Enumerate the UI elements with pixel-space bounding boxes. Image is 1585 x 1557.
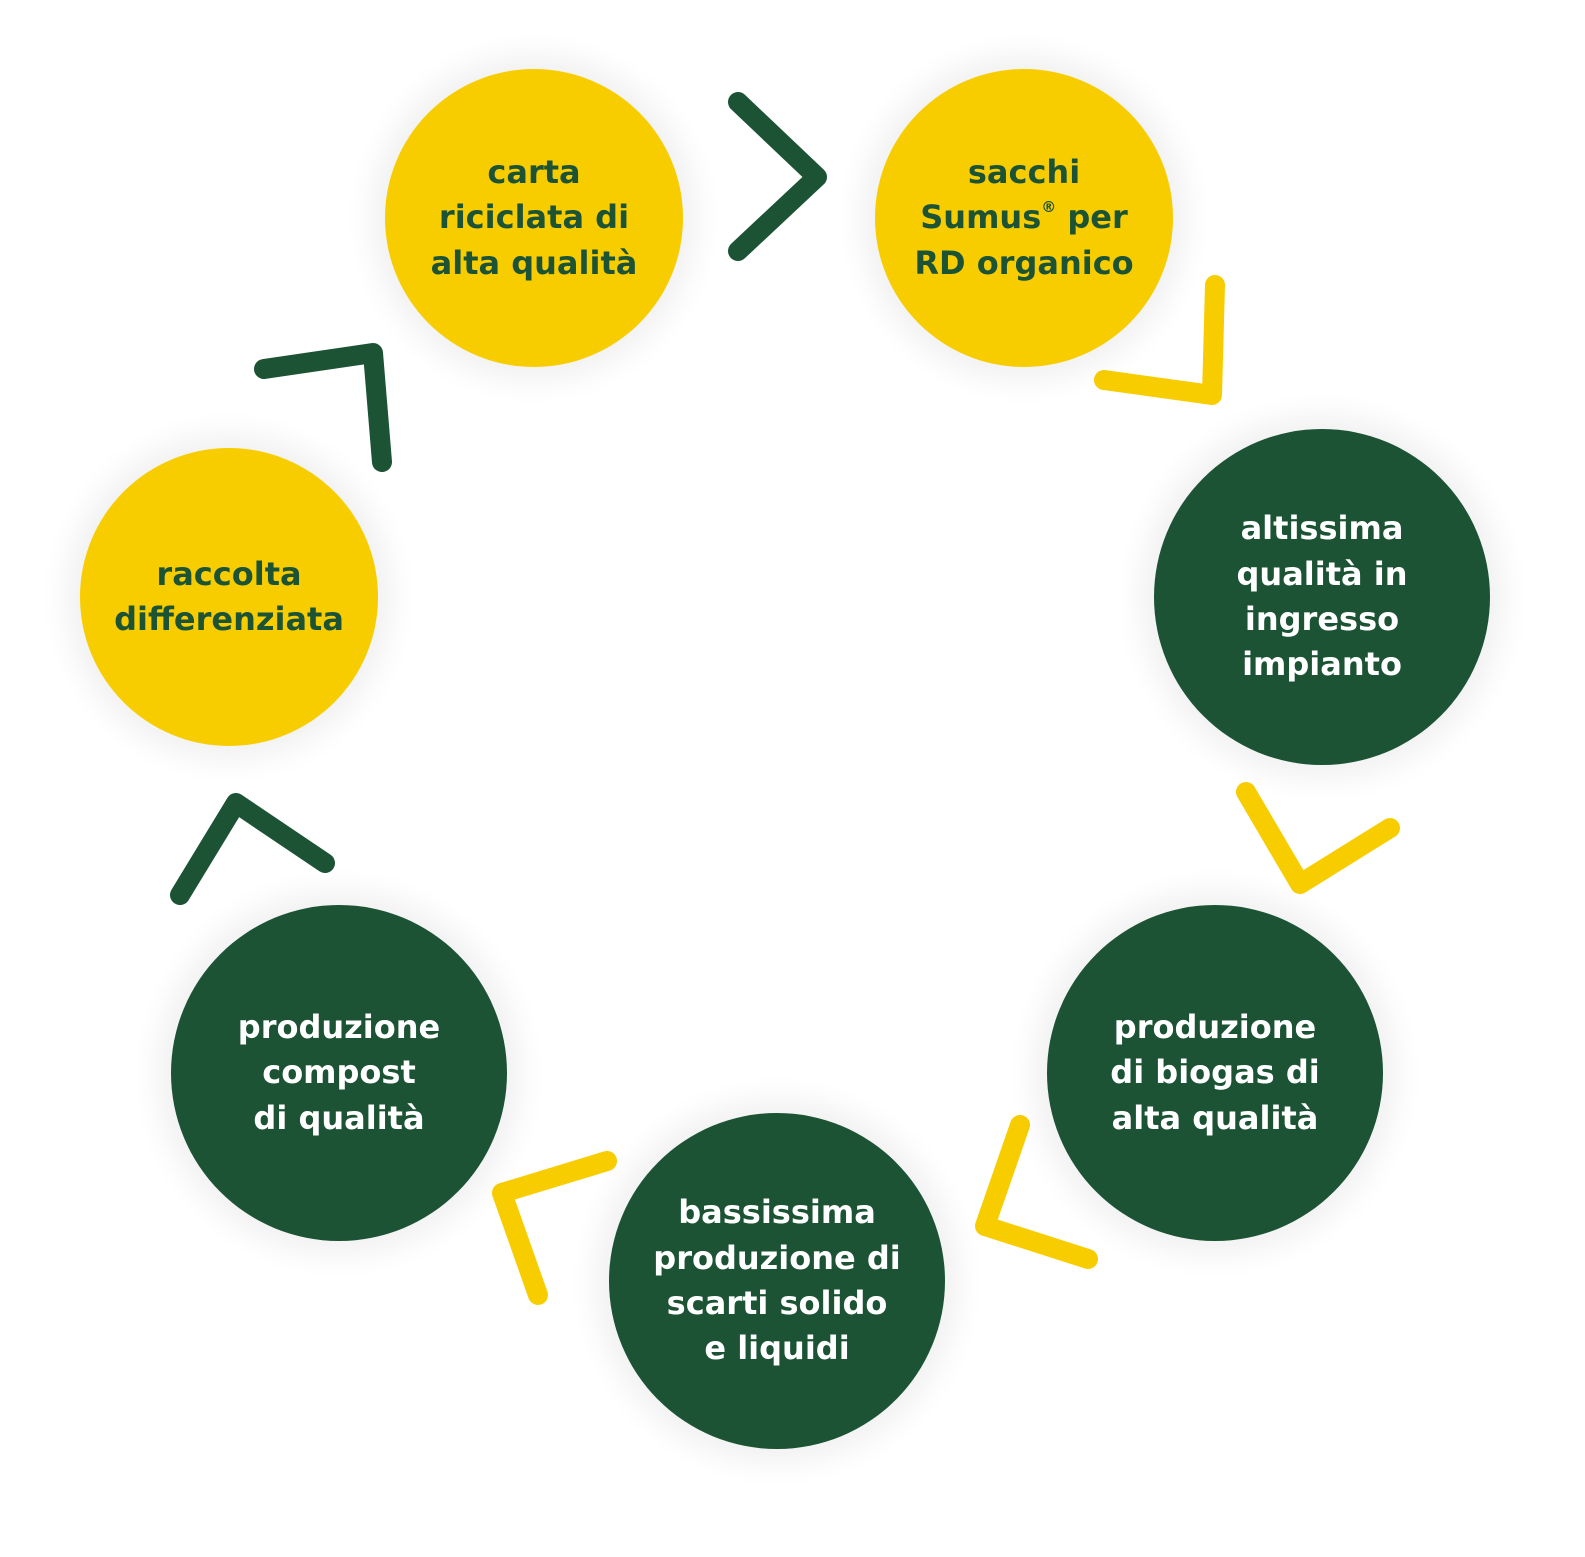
node-label: bassissima produzione di scarti solido e… xyxy=(653,1193,901,1368)
node-label: raccolta differenziata xyxy=(114,554,344,638)
node-label-line3: RD organico xyxy=(914,243,1134,282)
node-label: produzione di biogas di alta qualità xyxy=(1110,1007,1320,1137)
arrow-bassissima-to-compost xyxy=(492,1151,617,1305)
node-label: altissima qualità in ingresso impianto xyxy=(1236,509,1408,684)
registered-mark: ® xyxy=(1041,198,1057,217)
node-altissima-qualita: altissima qualità in ingresso impianto xyxy=(1154,429,1490,765)
node-raccolta-differenziata: raccolta differenziata xyxy=(80,448,378,746)
node-produzione-biogas: produzione di biogas di alta qualità xyxy=(1047,905,1383,1241)
arrow-compost-to-raccolta xyxy=(170,793,335,905)
node-label-line1: sacchi xyxy=(967,152,1081,191)
node-produzione-compost: produzione compost di qualità xyxy=(171,905,507,1241)
arrow-carta-to-sacchi xyxy=(728,92,827,261)
node-label-line2-end: per xyxy=(1056,198,1128,237)
arrow-sacchi-to-altissima xyxy=(1094,275,1225,405)
node-carta-riciclata: carta riciclata di alta qualità xyxy=(385,69,683,367)
arrow-altissima-to-biogas xyxy=(1236,782,1400,894)
node-bassissima-produzione-scarti: bassissima produzione di scarti solido e… xyxy=(609,1113,945,1449)
node-label: produzione compost di qualità xyxy=(237,1007,441,1137)
node-label: carta riciclata di alta qualità xyxy=(430,152,638,282)
arrow-biogas-to-bassissima xyxy=(975,1115,1098,1269)
arrow-raccolta-to-carta xyxy=(254,343,392,472)
node-label-brand: Sumus xyxy=(920,198,1042,237)
